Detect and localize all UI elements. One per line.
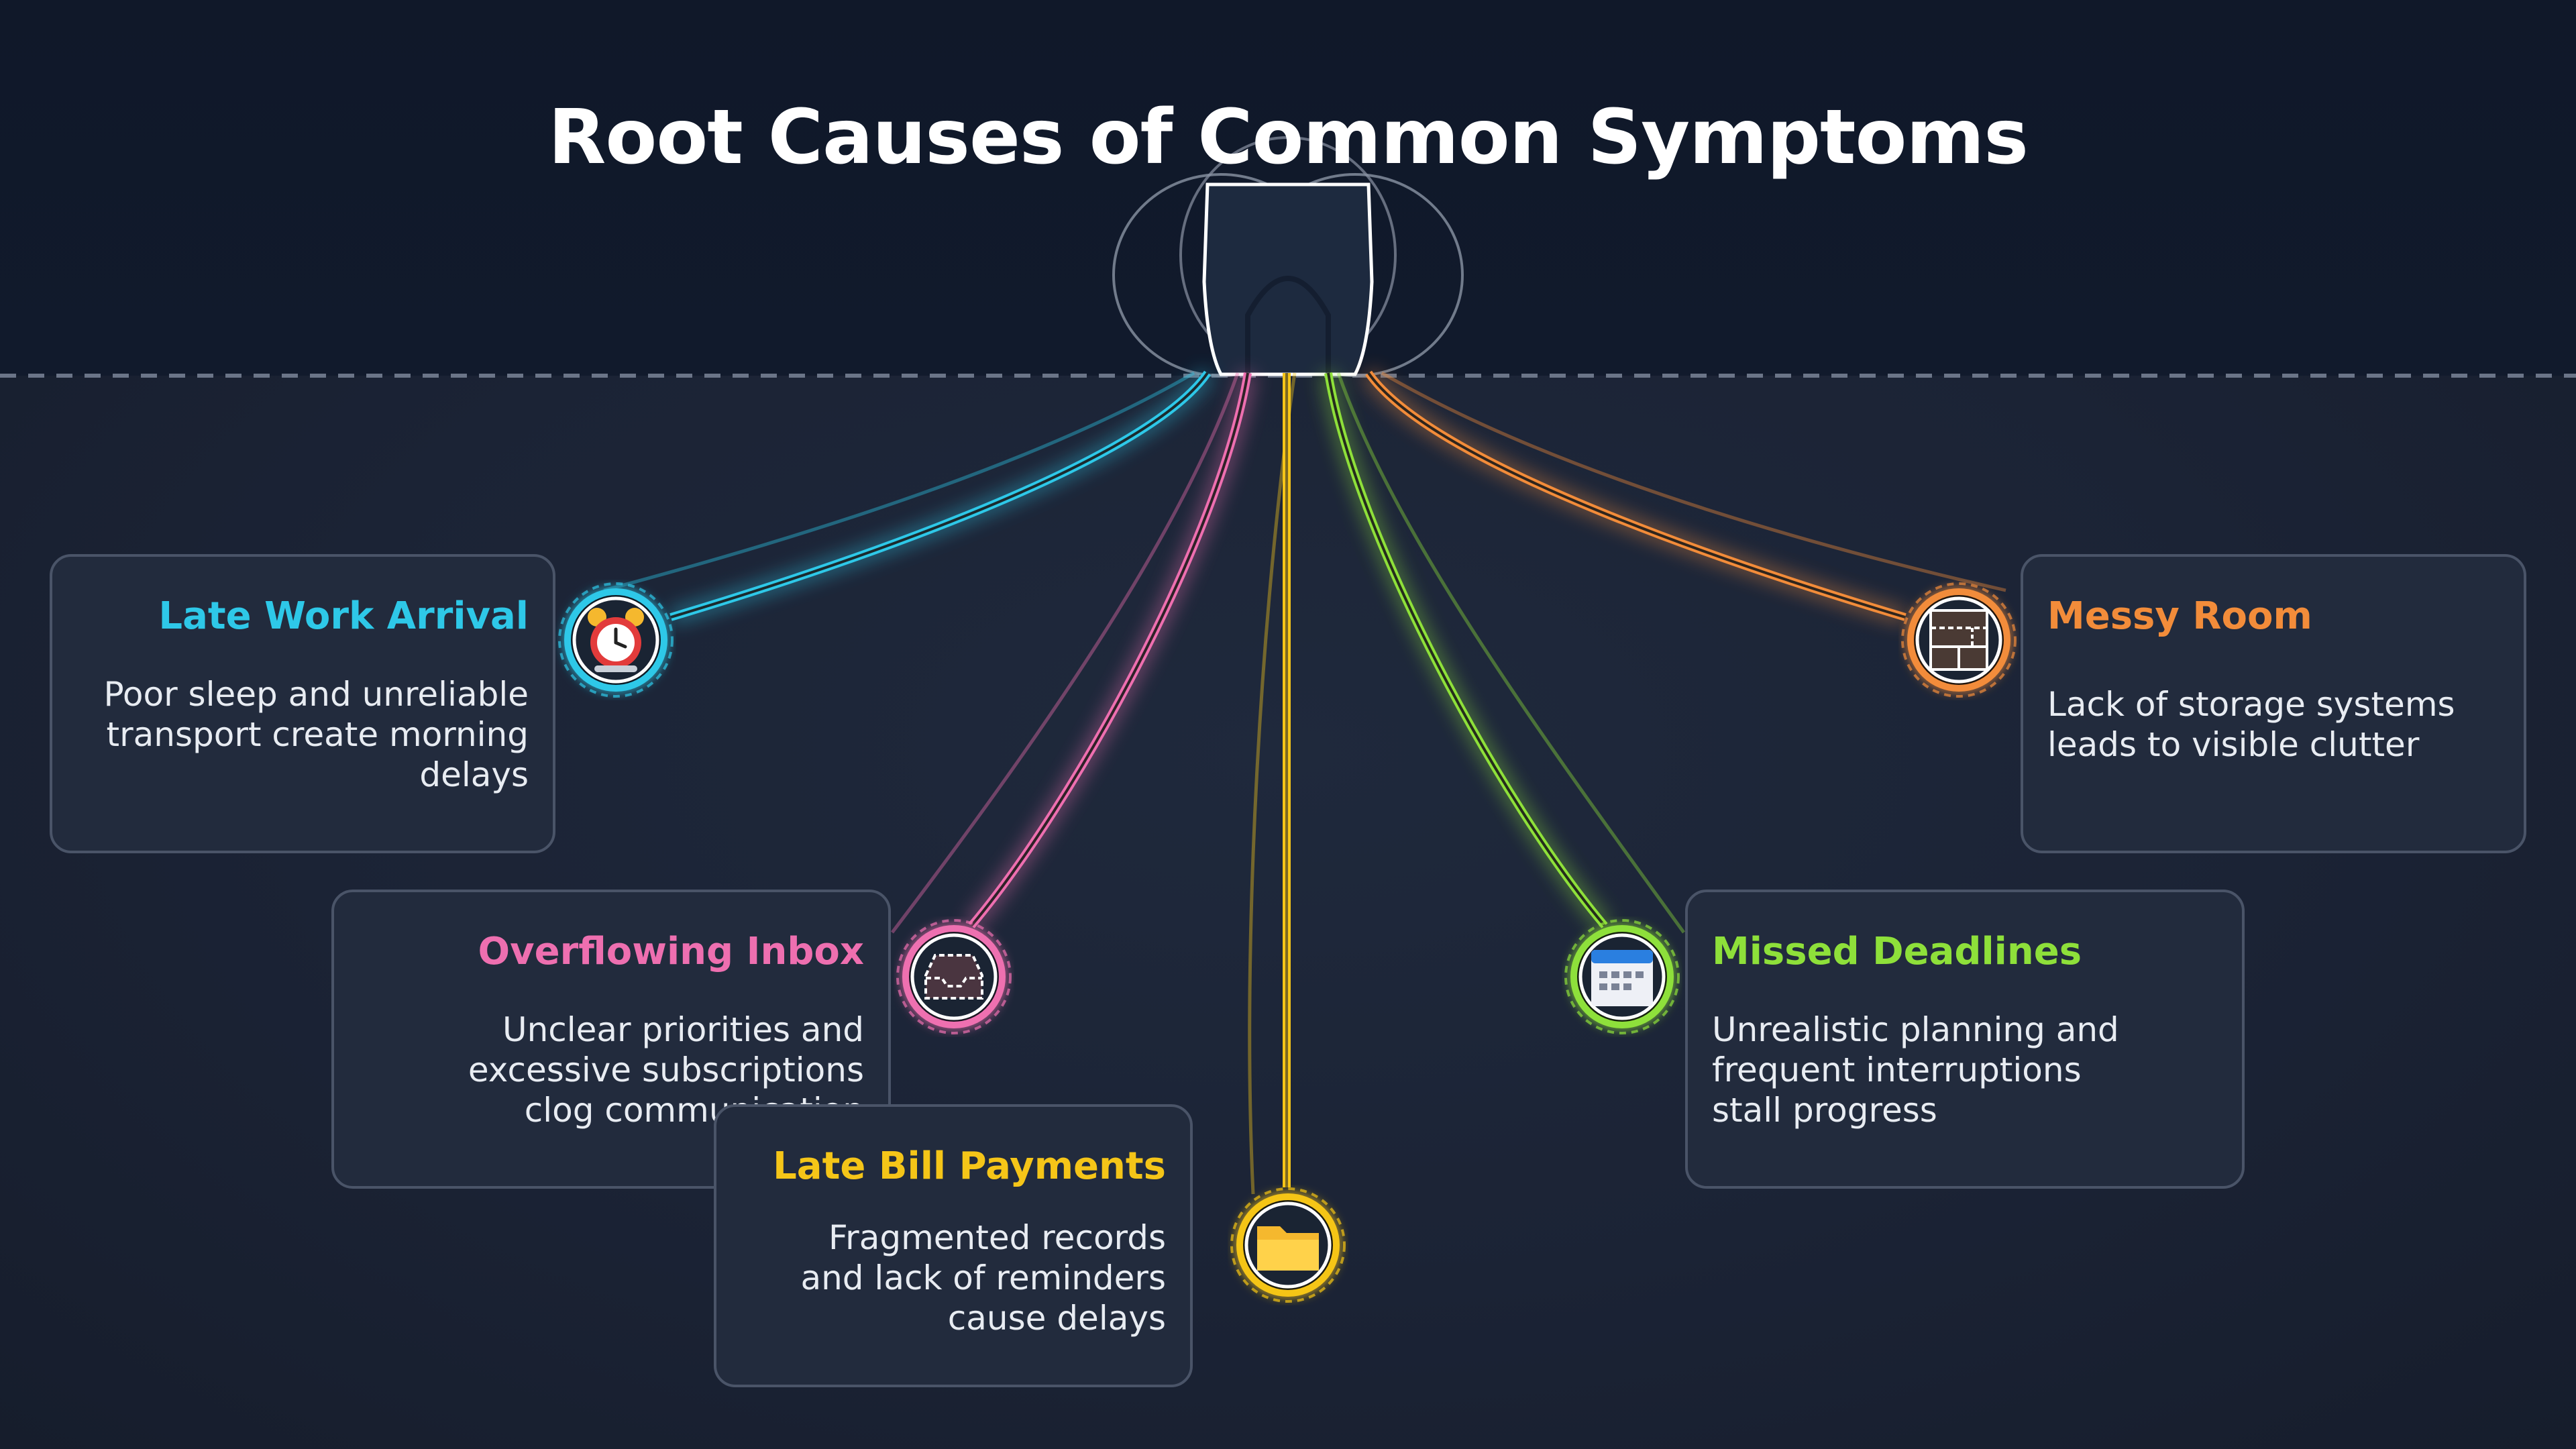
card-late-work-arrival: Late Work Arrival Poor sleep and unrelia…: [50, 554, 555, 853]
card-title: Late Bill Payments: [773, 1144, 1166, 1188]
card-late-bill-payments: Late Bill Payments Fragmented records an…: [714, 1104, 1193, 1387]
root-trunk: [1112, 136, 1464, 377]
card-title: Messy Room: [2047, 594, 2312, 638]
calendar-icon: [1564, 919, 1680, 1034]
card-title: Overflowing Inbox: [478, 930, 864, 973]
card-missed-deadlines: Missed Deadlines Unrealistic planning an…: [1685, 890, 2245, 1189]
card-title: Missed Deadlines: [1712, 930, 2082, 973]
card-title: Late Work Arrival: [158, 594, 529, 638]
root-core-overflowing-inbox: [970, 372, 1249, 927]
inbox-tray-icon: [896, 919, 1012, 1034]
card-description: Poor sleep and unreliable transport crea…: [103, 675, 529, 794]
storage-cabinet-icon: [1901, 582, 2017, 698]
card-description: Lack of storage systems leads to visible…: [2047, 685, 2455, 764]
roots-group: [603, 368, 2006, 1195]
root-secondary-late-work-arrival: [603, 371, 1195, 592]
root-secondary-missed-deadlines: [1336, 372, 1686, 934]
alarm-clock-icon: [558, 582, 674, 698]
root-core-missed-deadlines: [1327, 372, 1606, 927]
root-secondary-late-bill-payments: [1248, 372, 1297, 1195]
card-messy-room: Messy Room Lack of storage systems leads…: [2021, 554, 2526, 853]
root-secondary-messy-room: [1381, 371, 2006, 592]
card-description: Unrealistic planning and frequent interr…: [1712, 1010, 2119, 1130]
root-core-late-work-arrival: [670, 372, 1209, 619]
card-description: Fragmented records and lack of reminders…: [800, 1218, 1166, 1338]
root-secondary-overflowing-inbox: [891, 372, 1240, 934]
folder-icon: [1230, 1187, 1346, 1303]
root-core-messy-room: [1367, 372, 1906, 619]
page-title: Root Causes of Common Symptoms: [548, 94, 2029, 181]
